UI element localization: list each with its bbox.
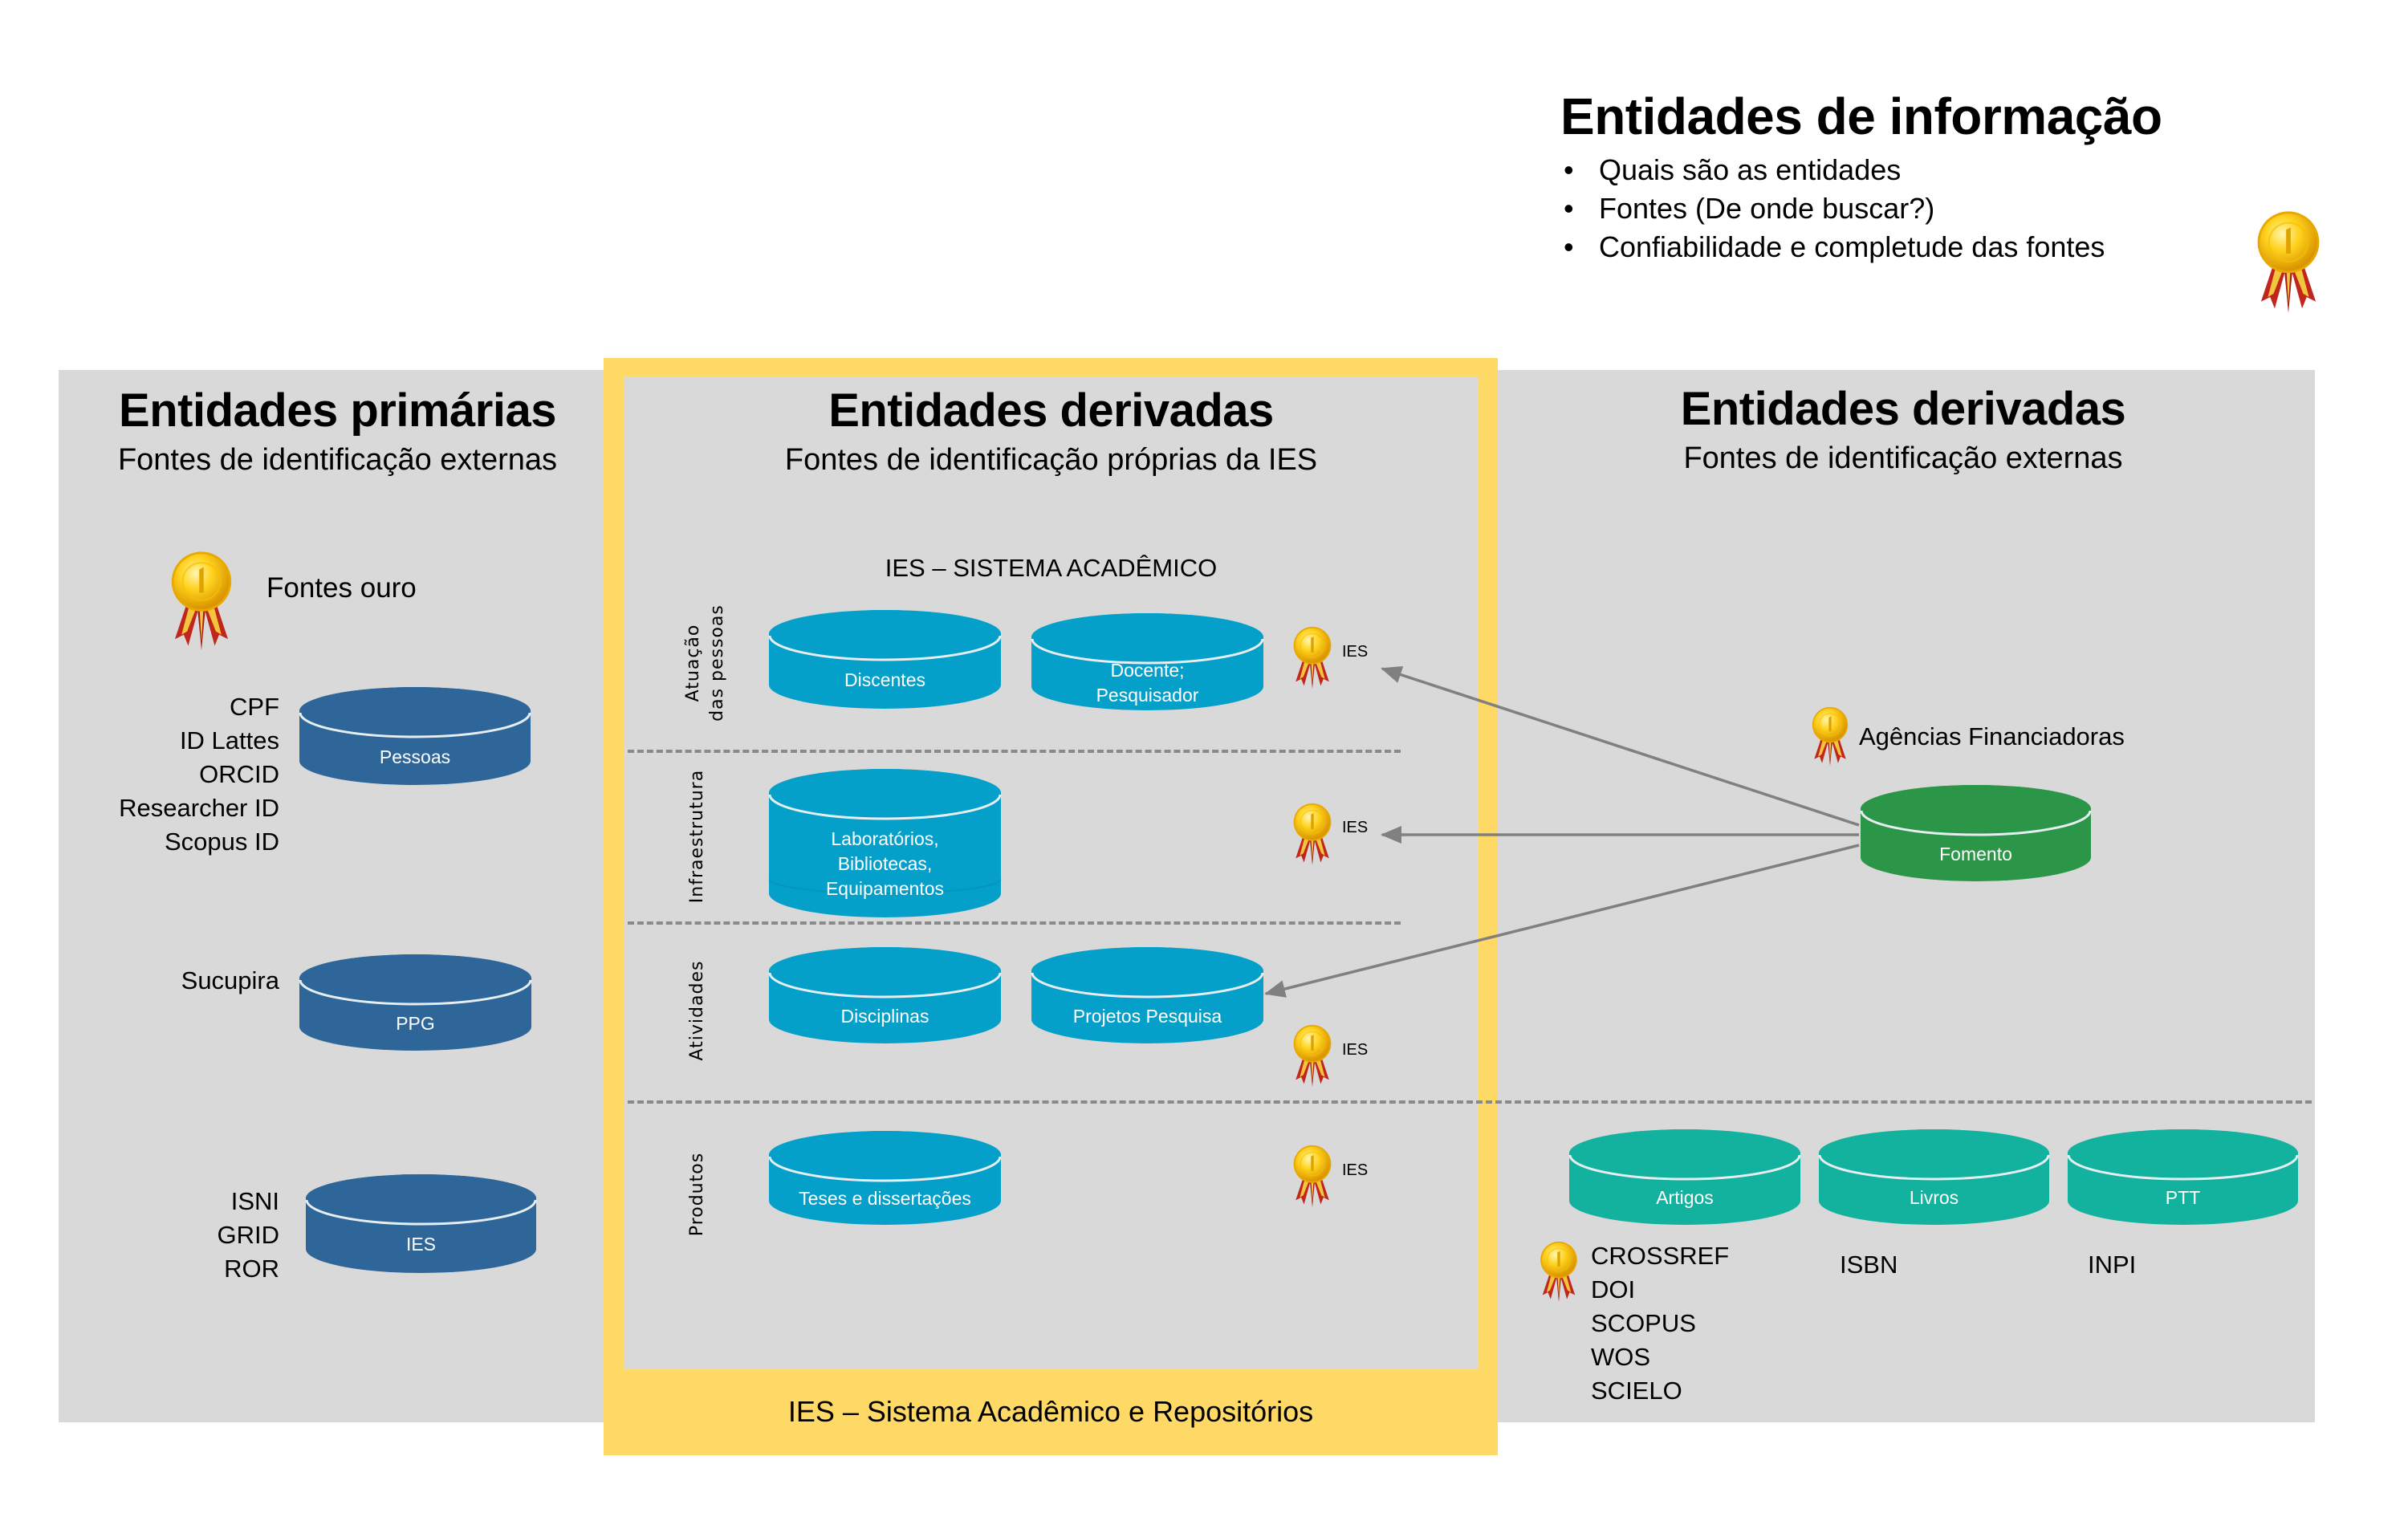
fomento-database-icon: Fomento — [1860, 785, 2092, 881]
ies-frame-footer: IES – Sistema Acadêmico e Repositórios — [787, 1395, 1314, 1428]
external-panel-subtitle: Fontes de identificação externas — [1683, 441, 2123, 475]
cylinder-rim — [768, 972, 1002, 998]
row-divider — [628, 921, 1401, 925]
ies-panel-title: Entidades derivadas — [828, 384, 1274, 437]
cylinder-rim — [1860, 810, 2092, 836]
funding-agencies-label: Agências Financiadoras — [1859, 722, 2125, 750]
artigos-database-icon: Artigos — [1568, 1129, 1801, 1225]
cylinder-rim — [305, 1199, 537, 1226]
cylinder-rim — [1818, 1154, 2050, 1181]
infrastructure-database-icon: Laboratórios, Bibliotecas, Equipamentos — [768, 769, 1002, 917]
ies-system-label: IES – SISTEMA ACADÊMICO — [885, 554, 1218, 582]
docente-database-icon: Docente; Pesquisador — [1031, 613, 1264, 710]
cylinder-top — [1861, 785, 2091, 833]
teses-database-icon: Teses e dissertações — [768, 1131, 1002, 1225]
cylinder-shape — [1568, 1129, 1801, 1225]
arrow-fomento-to-docente — [1381, 666, 1860, 827]
projetos-database-icon: Projetos Pesquisa — [1031, 947, 1264, 1043]
cylinder-top — [1031, 947, 1263, 995]
cylinder-top — [769, 947, 1001, 995]
disciplinas-database-icon: Disciplinas — [768, 947, 1002, 1043]
artigos-identifiers: CROSSREF DOI SCOPUS WOS SCIELO — [1591, 1242, 1730, 1405]
cylinder-shape — [1818, 1129, 2050, 1225]
cylinder-rim — [299, 979, 532, 1006]
ppg-identifiers: Sucupira — [181, 966, 279, 994]
gold-sources-legend: Fontes ouro — [266, 572, 417, 604]
cylinder-shape — [1031, 613, 1264, 710]
cylinder-top — [769, 1131, 1001, 1179]
cylinder-shape — [768, 610, 1002, 709]
ppg-database-icon: PPG — [299, 954, 532, 1051]
cylinder-top — [1569, 1129, 1800, 1177]
cylinder-rim — [2067, 1154, 2299, 1181]
cylinder-shape — [2067, 1129, 2299, 1225]
cylinder-shape — [1860, 785, 2092, 881]
ptt-identifiers: INPI — [2088, 1251, 2137, 1279]
livros-identifiers: ISBN — [1840, 1251, 1898, 1279]
cylinder-top — [299, 687, 531, 735]
cylinder-top — [306, 1174, 536, 1222]
ies-source-label: IES — [1342, 1041, 1369, 1059]
ies-identifiers: ISNI GRID ROR — [217, 1187, 280, 1283]
discentes-database-icon: Discentes — [768, 610, 1002, 709]
ies-database-icon: IES — [305, 1174, 537, 1273]
ies-source-label: IES — [1342, 819, 1369, 836]
bullet-item: •Confiabilidade e completude das fontes — [1564, 230, 2105, 263]
cylinder-top — [1031, 613, 1263, 661]
cylinder-rim — [1031, 638, 1264, 665]
ies-derived-panel — [624, 377, 1479, 1369]
cylinder-rim — [768, 1156, 1002, 1182]
cylinder-shape — [768, 947, 1002, 1043]
external-derived-panel — [1481, 370, 2315, 1422]
cylinder-top — [769, 610, 1001, 658]
external-panel-title: Entidades derivadas — [1680, 383, 2126, 435]
cylinder-shape — [768, 769, 1002, 917]
cylinder-shape — [1031, 947, 1264, 1043]
row-divider — [628, 1100, 2312, 1104]
primary-panel-subtitle: Fontes de identificação externas — [117, 443, 558, 477]
cylinder-rim — [768, 794, 1002, 820]
cylinder-rim — [768, 635, 1002, 661]
cylinder-rim — [1568, 1154, 1801, 1181]
row-divider — [628, 750, 1401, 753]
livros-database-icon: Livros — [1818, 1129, 2050, 1225]
ies-source-label: IES — [1342, 1161, 1369, 1179]
pessoas-identifiers: CPF ID Lattes ORCID Researcher ID Scopus… — [119, 693, 279, 856]
cylinder-shape — [299, 954, 532, 1051]
bullet-item: •Quais são as entidades — [1564, 153, 1902, 186]
cylinder-top — [2068, 1129, 2298, 1177]
arrow-fomento-to-projetos — [1264, 844, 1860, 998]
bullet-item: •Fontes (De onde buscar?) — [1564, 192, 1935, 225]
page-title: Entidades de informação — [1560, 87, 2162, 145]
cylinder-rim — [1031, 972, 1264, 998]
ptt-database-icon: PTT — [2067, 1129, 2299, 1225]
info-questions-list: •Quais são as entidades •Fontes (De onde… — [1560, 151, 2105, 266]
cylinder-top — [769, 769, 1001, 817]
cylinder-rim — [299, 712, 531, 738]
cylinder-top — [1819, 1129, 2049, 1177]
primary-panel-title: Entidades primárias — [119, 384, 556, 437]
cylinder-seam — [768, 878, 1002, 894]
ies-source-label: IES — [1342, 643, 1369, 661]
cylinder-shape — [299, 687, 531, 785]
cylinder-shape — [305, 1174, 537, 1273]
pessoas-database-icon: Pessoas — [299, 687, 531, 785]
ies-panel-subtitle: Fontes de identificação próprias da IES — [784, 443, 1318, 477]
cylinder-shape — [768, 1131, 1002, 1225]
cylinder-top — [299, 954, 531, 1003]
